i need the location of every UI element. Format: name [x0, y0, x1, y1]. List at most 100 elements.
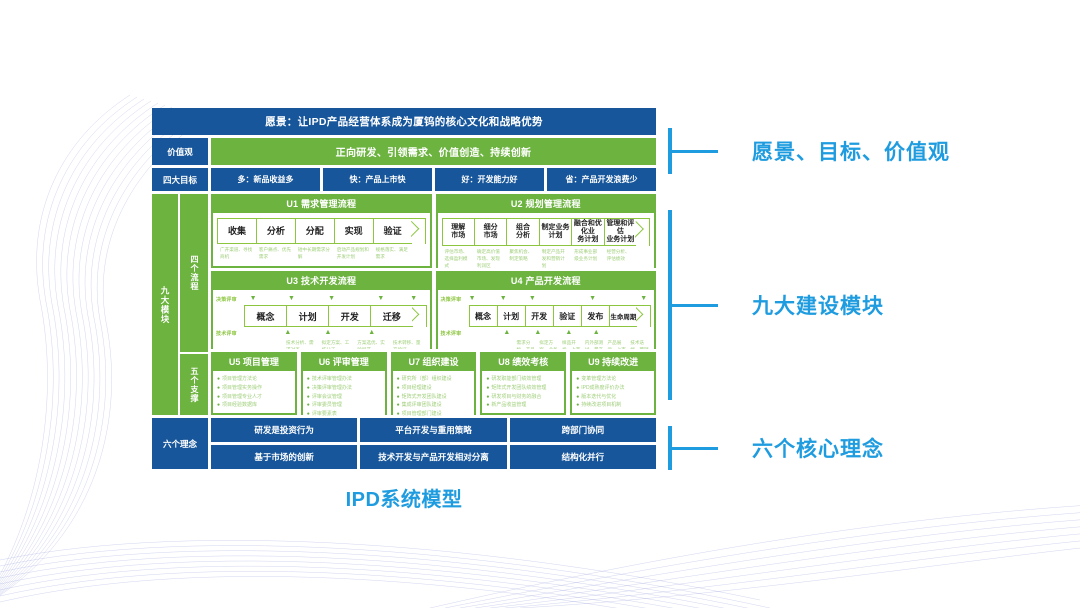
u2-step: 组合分析 聚焦机会、制定策略: [506, 218, 539, 263]
bullet-icon: ●: [217, 384, 221, 391]
bullet-icon: ●: [306, 384, 310, 391]
list-item-label: 变革管理方法论: [581, 376, 617, 382]
u2-step-name: 融合和优化业务计划: [571, 218, 604, 246]
ipd-system-model-diagram: 愿景：让IPD产品经营体系成为厦钨的核心文化和战略优势 价值观 正向研发、引领需…: [152, 108, 656, 469]
decision-gate-marker: ▼: [287, 295, 295, 302]
list-item-label: 持续改进项目机制: [581, 402, 622, 409]
module-u7[interactable]: U7 组织建设 ●研究所（部）组织建设 ●项目经理建设 ●矩阵式开发团队建设 ●…: [390, 352, 477, 421]
list-item: ●矩阵式开发团队绩效管理: [486, 384, 561, 393]
list-item: ●持续改进项目机制: [576, 401, 651, 410]
module-u6[interactable]: U6 评审管理 ●技术评审管理办法 ●决策评审管理办法 ●评审会议管理 ●评审委…: [300, 352, 387, 421]
annotation-vision-goals-values: 愿景、目标、价值观: [668, 128, 950, 174]
u1-step: 分配 短中长期需求分解: [294, 218, 334, 261]
bullet-icon: ●: [217, 402, 221, 409]
bullet-icon: ●: [486, 393, 490, 400]
list-item-label: 矩阵式开发团队绩效管理: [491, 384, 547, 391]
annotation-label: 六个核心理念: [752, 438, 884, 461]
list-item-label: IPD成熟度评价办法: [581, 384, 625, 391]
list-item-label: 决策评审管理办法: [311, 384, 352, 391]
u1-step: 分析 客户痛点、优先需求: [255, 218, 295, 261]
module-u1[interactable]: U1 需求管理流程 收集 广开渠道、寻找商机 分析 客户痛点、优先需求: [211, 194, 432, 268]
spine-nine-modules: 九大模块: [152, 194, 178, 415]
list-item-label: 集成评审团队建设: [401, 402, 442, 409]
module-u8[interactable]: U8 绩效考核 ●研发职能部门绩效管理 ●矩阵式开发团队绩效管理 ●研发项目与财…: [480, 352, 567, 415]
module-u2-title: U2 规划管理流程: [510, 199, 581, 209]
bullet-icon: ●: [576, 402, 580, 409]
bullet-icon: ●: [306, 411, 310, 417]
concepts-grid: 研发是投资行为 平台开发与重用策略 跨部门协同 基于市场的创新 技术开发与产品开…: [211, 418, 656, 469]
u4-stage: 开发: [524, 305, 553, 327]
chevron-right-icon: [412, 305, 427, 327]
u4-stage: 计划: [496, 305, 525, 327]
u2-step: 细分市场 确定高价值市场、发现利润区: [473, 218, 507, 268]
technical-gate-marker: ▲: [592, 329, 600, 336]
u1-step: 收集 广开渠道、寻找商机: [217, 218, 256, 261]
u1-step-desc: 广开渠道、寻找商机: [220, 247, 253, 259]
goals-label: 四大目标: [152, 168, 208, 191]
module-u4-body: 决策评审 ▼ ▼ ▼ ▼ ▼: [437, 290, 654, 349]
technical-gate-marker: ▲: [284, 329, 292, 336]
bracket-icon: [668, 210, 730, 400]
annotation-nine-modules: 九大建设模块: [668, 210, 884, 400]
module-u4-title: U4 产品开发流程: [510, 276, 581, 286]
u1-step-desc: 规格落实、满足需求: [375, 247, 408, 259]
bullet-icon: ●: [486, 384, 490, 391]
concepts-row-2: 基于市场的创新 技术开发与产品开发相对分离 结构化并行: [211, 445, 656, 469]
list-item: ●集成评审团队建设: [397, 401, 472, 410]
u4-stage-desc: 产品展示、上市推广: [607, 340, 626, 349]
u4-decision-markers: ▼ ▼ ▼ ▼ ▼: [469, 294, 652, 304]
bullet-icon: ●: [576, 393, 580, 400]
annotation-label: 愿景、目标、价值观: [752, 141, 950, 164]
list-item-label: 项目管理专业人才: [222, 393, 263, 400]
bracket-icon: [668, 426, 730, 470]
module-u4[interactable]: U4 产品开发流程 决策评审 ▼ ▼ ▼ ▼ ▼: [435, 271, 656, 349]
bullet-icon: ●: [217, 376, 221, 382]
bullet-icon: ●: [396, 402, 400, 409]
module-u5-list: ●项目管理方法论 ●项目管理实务操作 ●项目管理专业人才 ●项目经验数据库: [213, 371, 295, 413]
bullet-icon: ●: [217, 393, 221, 400]
u4-stage: 发布: [580, 305, 609, 327]
module-u5[interactable]: U5 项目管理 ●项目管理方法论 ●项目管理实务操作 ●项目管理专业人才 ●项目…: [211, 352, 297, 415]
list-item: ●矩阵式开发团队建设: [397, 393, 472, 402]
list-item: ●研发项目与财务的融合: [486, 393, 561, 402]
bullet-icon: ●: [396, 411, 400, 417]
u3-stage: 开发: [328, 305, 371, 327]
chevron-right-icon: [636, 218, 651, 246]
u2-step-name: 组合分析: [506, 218, 539, 246]
u3-stage-desc: 方案选优、实验展开: [357, 340, 385, 349]
technical-gate-marker: ▲: [368, 329, 376, 336]
u3-stage: 计划: [286, 305, 329, 327]
concepts-row-1: 研发是投资行为 平台开发与重用策略 跨部门协同: [211, 418, 656, 442]
u2-step-desc: 确定高价值市场、发现利润区: [476, 249, 500, 268]
u3-stage: 概念: [244, 305, 287, 327]
technical-gate-marker: ▲: [503, 329, 511, 336]
module-u7-list: ●研究所（部）组织建设 ●项目经理建设 ●矩阵式开发团队建设 ●集成评审团队建设…: [392, 371, 475, 421]
decision-gate-marker: ▼: [468, 295, 476, 302]
module-u2[interactable]: U2 规划管理流程 理解市场 评估市场、选择盈利模式 细分市场 确定高价值市场、…: [435, 194, 656, 268]
bullet-icon: ●: [306, 402, 310, 409]
module-u9[interactable]: U9 持续改进 ●变革管理方法论 ●IPD成熟度评价办法 ●版本迭代与优化 ●持…: [570, 352, 656, 415]
module-u3[interactable]: U3 技术开发流程 决策评审 ▼ ▼ ▼ ▼ ▼: [211, 271, 432, 349]
list-item: ●版本迭代与优化: [576, 393, 651, 402]
u3-technical-review-row: 技术评审 ▲ ▲ ▲: [216, 328, 427, 338]
decision-gate-marker: ▼: [377, 295, 385, 302]
goals-list: 多：新品收益多 快：产品上市快 好：开发能力好 省：产品开发浪费少: [211, 168, 656, 191]
list-item-label: 项目经验数据库: [222, 402, 258, 409]
u1-step-name: 实现: [333, 218, 373, 244]
list-item: ●评审会议管理: [307, 393, 382, 402]
u1-step-desc: 启动产品规划和开发计划: [336, 247, 369, 259]
list-item: ●项目管理专业人才: [217, 393, 292, 402]
bullet-icon: ●: [396, 393, 400, 400]
goal-item: 省：产品开发浪费少: [547, 168, 656, 191]
u1-step: 实现 启动产品规划和开发计划: [333, 218, 373, 261]
module-u8-title: U8 绩效考核: [498, 357, 549, 367]
u2-step: 管理和评估业务计划 经营分析、评估绩效: [603, 218, 637, 263]
u3-stage-desc: 拟定方案、工作分工: [321, 340, 350, 349]
list-item: ●研发职能部门绩效管理: [486, 375, 561, 384]
decision-gate-marker: ▼: [589, 295, 597, 302]
list-item-label: 评审要素表: [311, 411, 337, 417]
u2-step-desc: 形成事业部级业务计划: [574, 249, 598, 261]
u1-step-desc: 短中长期需求分解: [297, 247, 330, 259]
u3-stage: 迁移: [370, 305, 413, 327]
chevron-right-icon: [636, 305, 651, 327]
